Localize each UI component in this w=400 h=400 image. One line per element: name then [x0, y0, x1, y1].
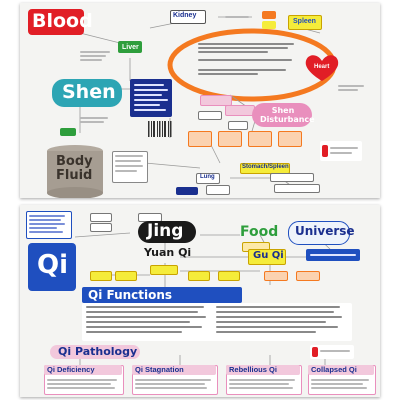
stomach-spleen-label: Stomach/Spleen	[242, 164, 289, 170]
liver-label: Liver	[122, 44, 139, 51]
qi-box	[28, 243, 76, 291]
jing-bubble	[138, 221, 196, 243]
shen-bubble	[52, 79, 122, 107]
qi-label: Qi	[37, 250, 69, 280]
spleen-label: Spleen	[293, 18, 316, 25]
publisher-logo-icon-2	[310, 345, 354, 359]
shen-disturbance-bubble	[252, 103, 312, 127]
food-label: Food	[240, 224, 279, 240]
qi-pathology-label: Qi Pathology	[58, 345, 138, 358]
qi-functions-header	[82, 287, 242, 303]
publisher-logo-icon	[320, 141, 362, 161]
spleen-box	[288, 15, 322, 30]
body-fluid-label: Body Fluid	[56, 154, 93, 183]
top-connectors	[47, 16, 339, 198]
gu-qi-box	[248, 249, 286, 265]
blood-shen-diagram: Blood Kidney Spleen Liver Heart Shen She…	[20, 3, 380, 198]
barcode-icon	[148, 121, 172, 137]
blood-label: Blood	[32, 10, 93, 32]
kidney-label: Kidney	[173, 12, 197, 19]
qi-diagram: Qi Jing Food Universe Yuan Qi Gu Qi Qi F…	[20, 205, 380, 397]
blood-label-box	[28, 9, 84, 35]
qi-functions-label: Qi Functions	[88, 288, 173, 302]
kidney-box	[170, 10, 206, 24]
heart-shape-icon	[305, 55, 339, 81]
shen-disturbance-label: Shen Disturbance	[260, 106, 315, 124]
universe-bubble	[288, 221, 350, 245]
lung-box	[196, 173, 220, 184]
jing-label: Jing	[147, 221, 184, 241]
yin-box	[60, 128, 76, 136]
qi-stagnation-label: Qi Stagnation	[135, 365, 184, 374]
lung-label: Lung	[200, 174, 215, 180]
stomach-spleen-box	[240, 163, 290, 174]
qi-deficiency-label: Qi Deficiency	[47, 365, 95, 374]
collapsed-qi-label: Collapsed Qi	[311, 365, 357, 374]
shen-label: Shen	[62, 81, 116, 103]
liver-box	[118, 41, 142, 53]
universe-label: Universe	[295, 224, 355, 238]
heart-label: Heart	[314, 64, 330, 70]
gu-qi-label: Gu Qi	[253, 250, 284, 261]
qi-pathology-bubble	[50, 345, 140, 359]
rebellious-qi-label: Rebellious Qi	[229, 365, 277, 374]
yuan-qi-label: Yuan Qi	[144, 246, 192, 259]
